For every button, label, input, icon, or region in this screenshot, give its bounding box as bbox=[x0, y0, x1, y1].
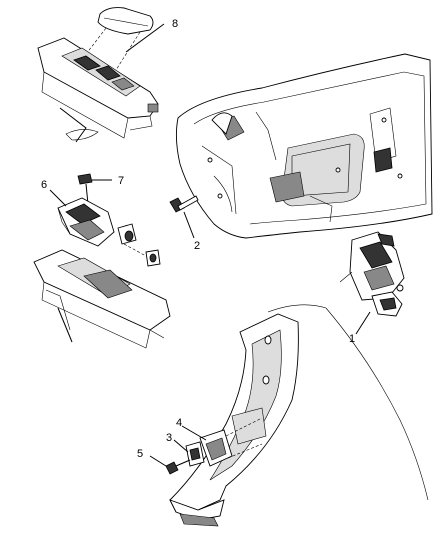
release-handle-part-6 bbox=[57, 197, 161, 267]
leader-line-6 bbox=[49, 189, 67, 207]
latch-part-1 bbox=[339, 231, 405, 317]
callout-3: 3 bbox=[166, 432, 172, 444]
dashed-explode-lines bbox=[225, 417, 263, 459]
leader-line-3 bbox=[173, 439, 189, 453]
leader-line-8 bbox=[125, 23, 165, 53]
callout-1: 1 bbox=[349, 333, 355, 345]
callout-4: 4 bbox=[176, 417, 182, 429]
leader-line-5 bbox=[149, 455, 167, 467]
leader-line-1 bbox=[355, 311, 371, 335]
rear-pillar-panel bbox=[169, 304, 429, 527]
callout-2: 2 bbox=[194, 240, 200, 252]
bolt-part-2 bbox=[169, 195, 199, 213]
bracket-part-4 bbox=[199, 429, 233, 467]
callout-8: 8 bbox=[172, 18, 178, 30]
console-armrest-assembly bbox=[37, 7, 159, 143]
leader-line-2 bbox=[183, 211, 195, 239]
callout-6: 6 bbox=[41, 179, 47, 191]
lower-console-panel bbox=[33, 249, 171, 349]
callout-7: 7 bbox=[118, 175, 124, 187]
callout-5: 5 bbox=[137, 448, 143, 460]
leader-line-4 bbox=[181, 425, 207, 441]
screw-part-5 bbox=[165, 459, 191, 475]
striker-part-3 bbox=[185, 441, 205, 467]
decklid-inner-panel bbox=[175, 53, 433, 239]
